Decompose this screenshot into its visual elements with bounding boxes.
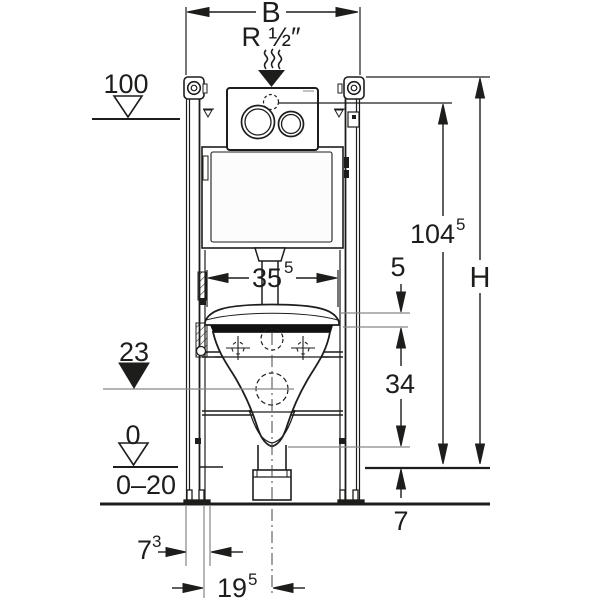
label-bowl-width: 35 <box>252 263 282 293</box>
cistern-access-panel <box>210 151 333 243</box>
label-outlet-level: 23 <box>119 337 149 367</box>
rail-junction-box <box>347 111 360 128</box>
bowl-rim <box>204 303 340 326</box>
dimension-frame-width-b <box>185 6 361 75</box>
label-bowl-width-sup: 5 <box>284 258 293 277</box>
dimension-outlet-offset <box>172 582 305 594</box>
label-level-100: 100 <box>103 69 148 99</box>
label-floor-thickness: 7 <box>393 506 408 536</box>
water-flow-squiggle-icon <box>263 48 283 70</box>
water-level-mark-left <box>203 108 214 119</box>
left-foot <box>183 489 211 505</box>
dimension-total-height <box>474 77 486 465</box>
dimension-gap-and-bowl-height <box>395 284 407 447</box>
dimension-labels: B R ½″ 100 H 104 5 35 5 5 34 23 0 0–20 7… <box>103 0 490 600</box>
right-rail <box>344 88 361 500</box>
label-gap-seat: 5 <box>390 252 405 282</box>
label-frame-width: B <box>261 0 280 29</box>
flush-pipe <box>253 247 287 306</box>
flush-button-small <box>277 110 305 138</box>
wall-anchor-bracket <box>195 271 208 358</box>
label-bowl-height: 34 <box>385 369 415 399</box>
cistern-tank <box>201 108 360 306</box>
level-marker-0-icon <box>117 442 150 467</box>
dimensions <box>112 6 486 594</box>
supply-arrow-icon <box>258 70 285 87</box>
top-bracket-right <box>337 76 365 100</box>
water-supply-symbol <box>258 48 285 87</box>
label-floor-range: 0–20 <box>116 470 176 500</box>
level-marker-100-icon <box>112 95 144 119</box>
right-rail-clamp <box>339 438 345 444</box>
label-side-offset-sup: 3 <box>152 532 161 551</box>
label-side-offset: 7 <box>137 535 152 565</box>
label-height-total: H <box>470 262 491 294</box>
water-level-mark-right <box>334 108 345 119</box>
label-level-zero: 0 <box>125 420 140 450</box>
flush-button-large <box>240 104 276 140</box>
actuator-reference-circle <box>262 93 280 111</box>
fixing-point-right <box>291 336 315 360</box>
dimension-side-offset <box>158 546 243 558</box>
reference-lines <box>92 76 490 598</box>
dimension-actuator-height <box>437 103 449 465</box>
label-actuator-height: 104 <box>410 219 455 249</box>
label-actuator-height-sup: 5 <box>456 215 465 234</box>
mounting-frame <box>183 76 365 505</box>
left-rail-clamp <box>195 438 201 444</box>
fixing-point-left <box>226 336 250 360</box>
label-outlet-offset: 19 <box>217 573 247 600</box>
label-water-supply: R ½″ <box>241 22 301 52</box>
flush-plate <box>226 87 319 151</box>
dimension-bowl-width <box>206 270 339 307</box>
dimension-floor-thickness <box>395 468 407 498</box>
label-outlet-offset-sup: 5 <box>248 570 257 589</box>
level-marker-23-icon <box>118 362 150 389</box>
top-bracket-left <box>183 76 208 100</box>
